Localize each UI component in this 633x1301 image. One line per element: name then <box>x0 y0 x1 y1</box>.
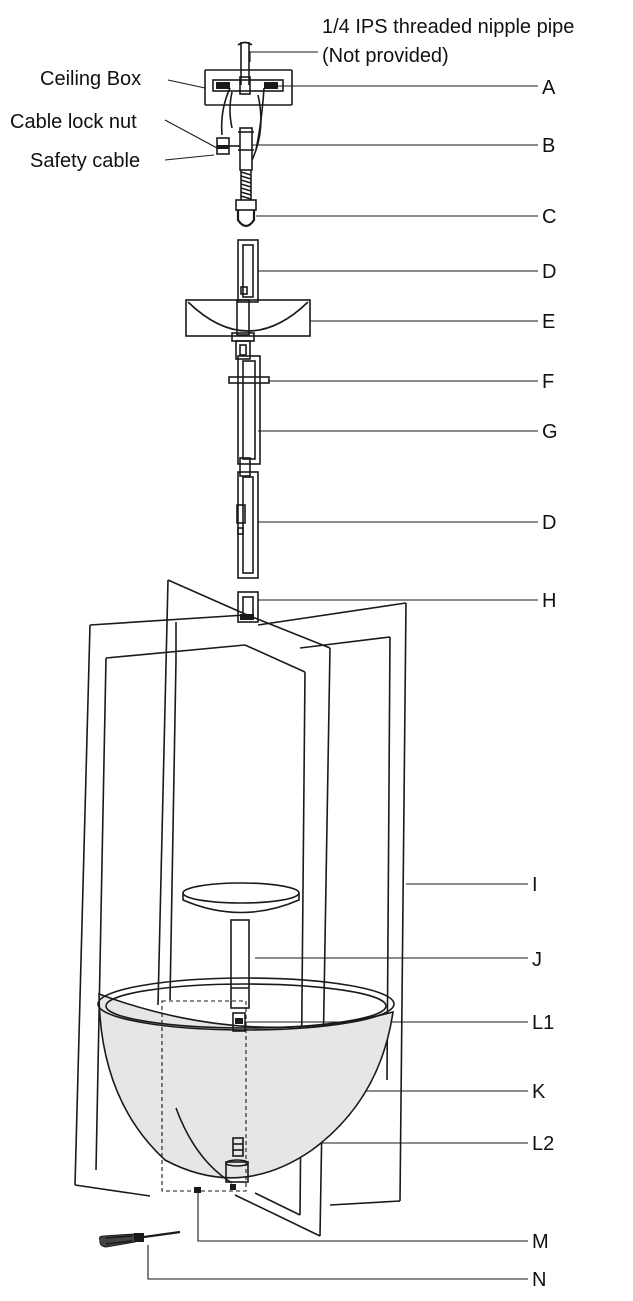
leader-lines <box>147 51 538 1280</box>
part-label-j: J <box>532 949 542 971</box>
wiring <box>220 87 265 161</box>
part-label-k: K <box>532 1081 546 1103</box>
shade-disc-j <box>182 882 300 1009</box>
connector-link-lower <box>239 457 251 477</box>
ceiling-box-label: Ceiling Box <box>40 68 141 90</box>
connector-link <box>235 340 251 360</box>
part-label-i: I <box>532 874 538 896</box>
nipple-pipe-label-line1: 1/4 IPS threaded nipple pipe <box>322 16 574 38</box>
part-label-g: G <box>542 421 558 443</box>
part-label-c: C <box>542 206 556 228</box>
cross-frame-i <box>74 579 407 1237</box>
leader-m <box>197 1192 528 1242</box>
safety-cable-label: Safety cable <box>30 150 140 172</box>
part-label-l2: L2 <box>532 1133 554 1155</box>
crossbar-a <box>212 76 284 95</box>
leader-cable-lock-nut <box>164 119 218 149</box>
dashed-outline <box>161 1000 247 1192</box>
leader-n <box>147 1245 528 1280</box>
chain-link-d-bottom <box>236 471 259 579</box>
socket-l1 <box>232 1012 246 1032</box>
part-label-d-top: D <box>542 261 556 283</box>
part-label-e: E <box>542 311 555 333</box>
nipple-pipe-label-line2: (Not provided) <box>322 45 449 67</box>
mounting-hardware-b <box>216 127 254 171</box>
screw-m <box>194 1187 201 1193</box>
cable-lock-nut-label: Cable lock nut <box>10 111 137 133</box>
nipple-pipe <box>237 41 253 85</box>
leader-ceiling-box <box>167 79 206 89</box>
chain-link-d-top <box>237 239 259 303</box>
part-label-a: A <box>542 77 556 99</box>
chain-link-g <box>237 355 261 465</box>
part-label-m: M <box>532 1231 549 1253</box>
part-label-n: N <box>532 1269 546 1291</box>
threaded-rod <box>240 170 252 200</box>
loop-c <box>235 199 257 228</box>
canopy-e <box>185 299 311 342</box>
leader-safety-cable <box>164 154 215 161</box>
part-label-h: H <box>542 590 556 612</box>
frame-loop-h <box>237 591 259 623</box>
part-label-b: B <box>542 135 555 157</box>
leader-nipple <box>249 51 318 62</box>
part-label-d-bottom: D <box>542 512 556 534</box>
collar-f <box>228 376 270 384</box>
screwdriver-n <box>99 1230 181 1248</box>
socket-l2 <box>225 1137 249 1190</box>
wire-connector-left <box>216 82 230 89</box>
part-label-l1: L1 <box>532 1012 554 1034</box>
part-label-f: F <box>542 371 554 393</box>
wire-connector-right <box>264 82 278 89</box>
ceiling-box <box>204 69 293 106</box>
